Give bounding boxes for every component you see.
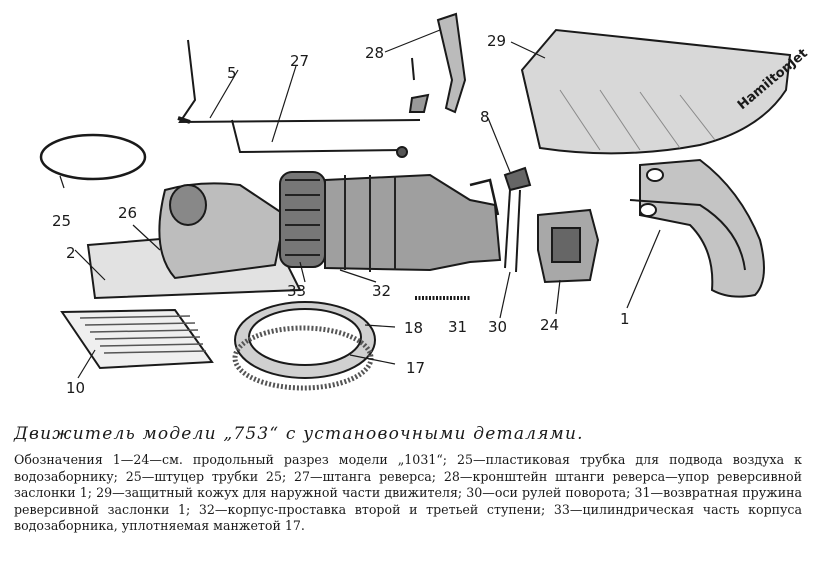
label-32: 32 [372, 282, 391, 300]
label-25: 25 [52, 212, 71, 230]
label-27: 27 [290, 52, 309, 70]
label-26: 26 [118, 204, 137, 222]
part-labels: 5 27 28 29 8 25 26 2 33 32 1 24 30 31 18… [52, 32, 630, 397]
label-10: 10 [66, 379, 85, 397]
figure-legend-text: Обозначения 1—24—см. продольный разрез м… [14, 452, 802, 533]
jet-unit-body [86, 171, 502, 300]
rudder-axes-30 [503, 166, 532, 273]
flange-seal-17-18 [232, 301, 376, 391]
label-18: 18 [404, 319, 423, 337]
label-28: 28 [365, 44, 384, 62]
label-31: 31 [448, 318, 467, 336]
label-2: 2 [66, 244, 76, 262]
figure-caption-title: Движитель модели „753“ с установочными д… [14, 424, 584, 444]
reverse-bucket-1 [629, 158, 765, 298]
label-29: 29 [487, 32, 506, 50]
label-5: 5 [227, 64, 237, 82]
exploded-view-illustration: HamiltonJet [39, 12, 811, 397]
protective-cover-29: HamiltonJet [520, 28, 811, 155]
nozzle-24 [537, 208, 600, 284]
air-tube-25 [39, 133, 147, 181]
reverse-bracket-28 [408, 12, 467, 114]
intake-grille-10 [60, 308, 214, 370]
label-30: 30 [488, 318, 507, 336]
label-1: 1 [620, 310, 630, 328]
label-8: 8 [480, 108, 490, 126]
label-33: 33 [287, 282, 306, 300]
leader-lines [59, 29, 661, 379]
label-17: 17 [406, 359, 425, 377]
label-24: 24 [540, 316, 559, 334]
reverse-rods-5-27 [177, 39, 421, 158]
